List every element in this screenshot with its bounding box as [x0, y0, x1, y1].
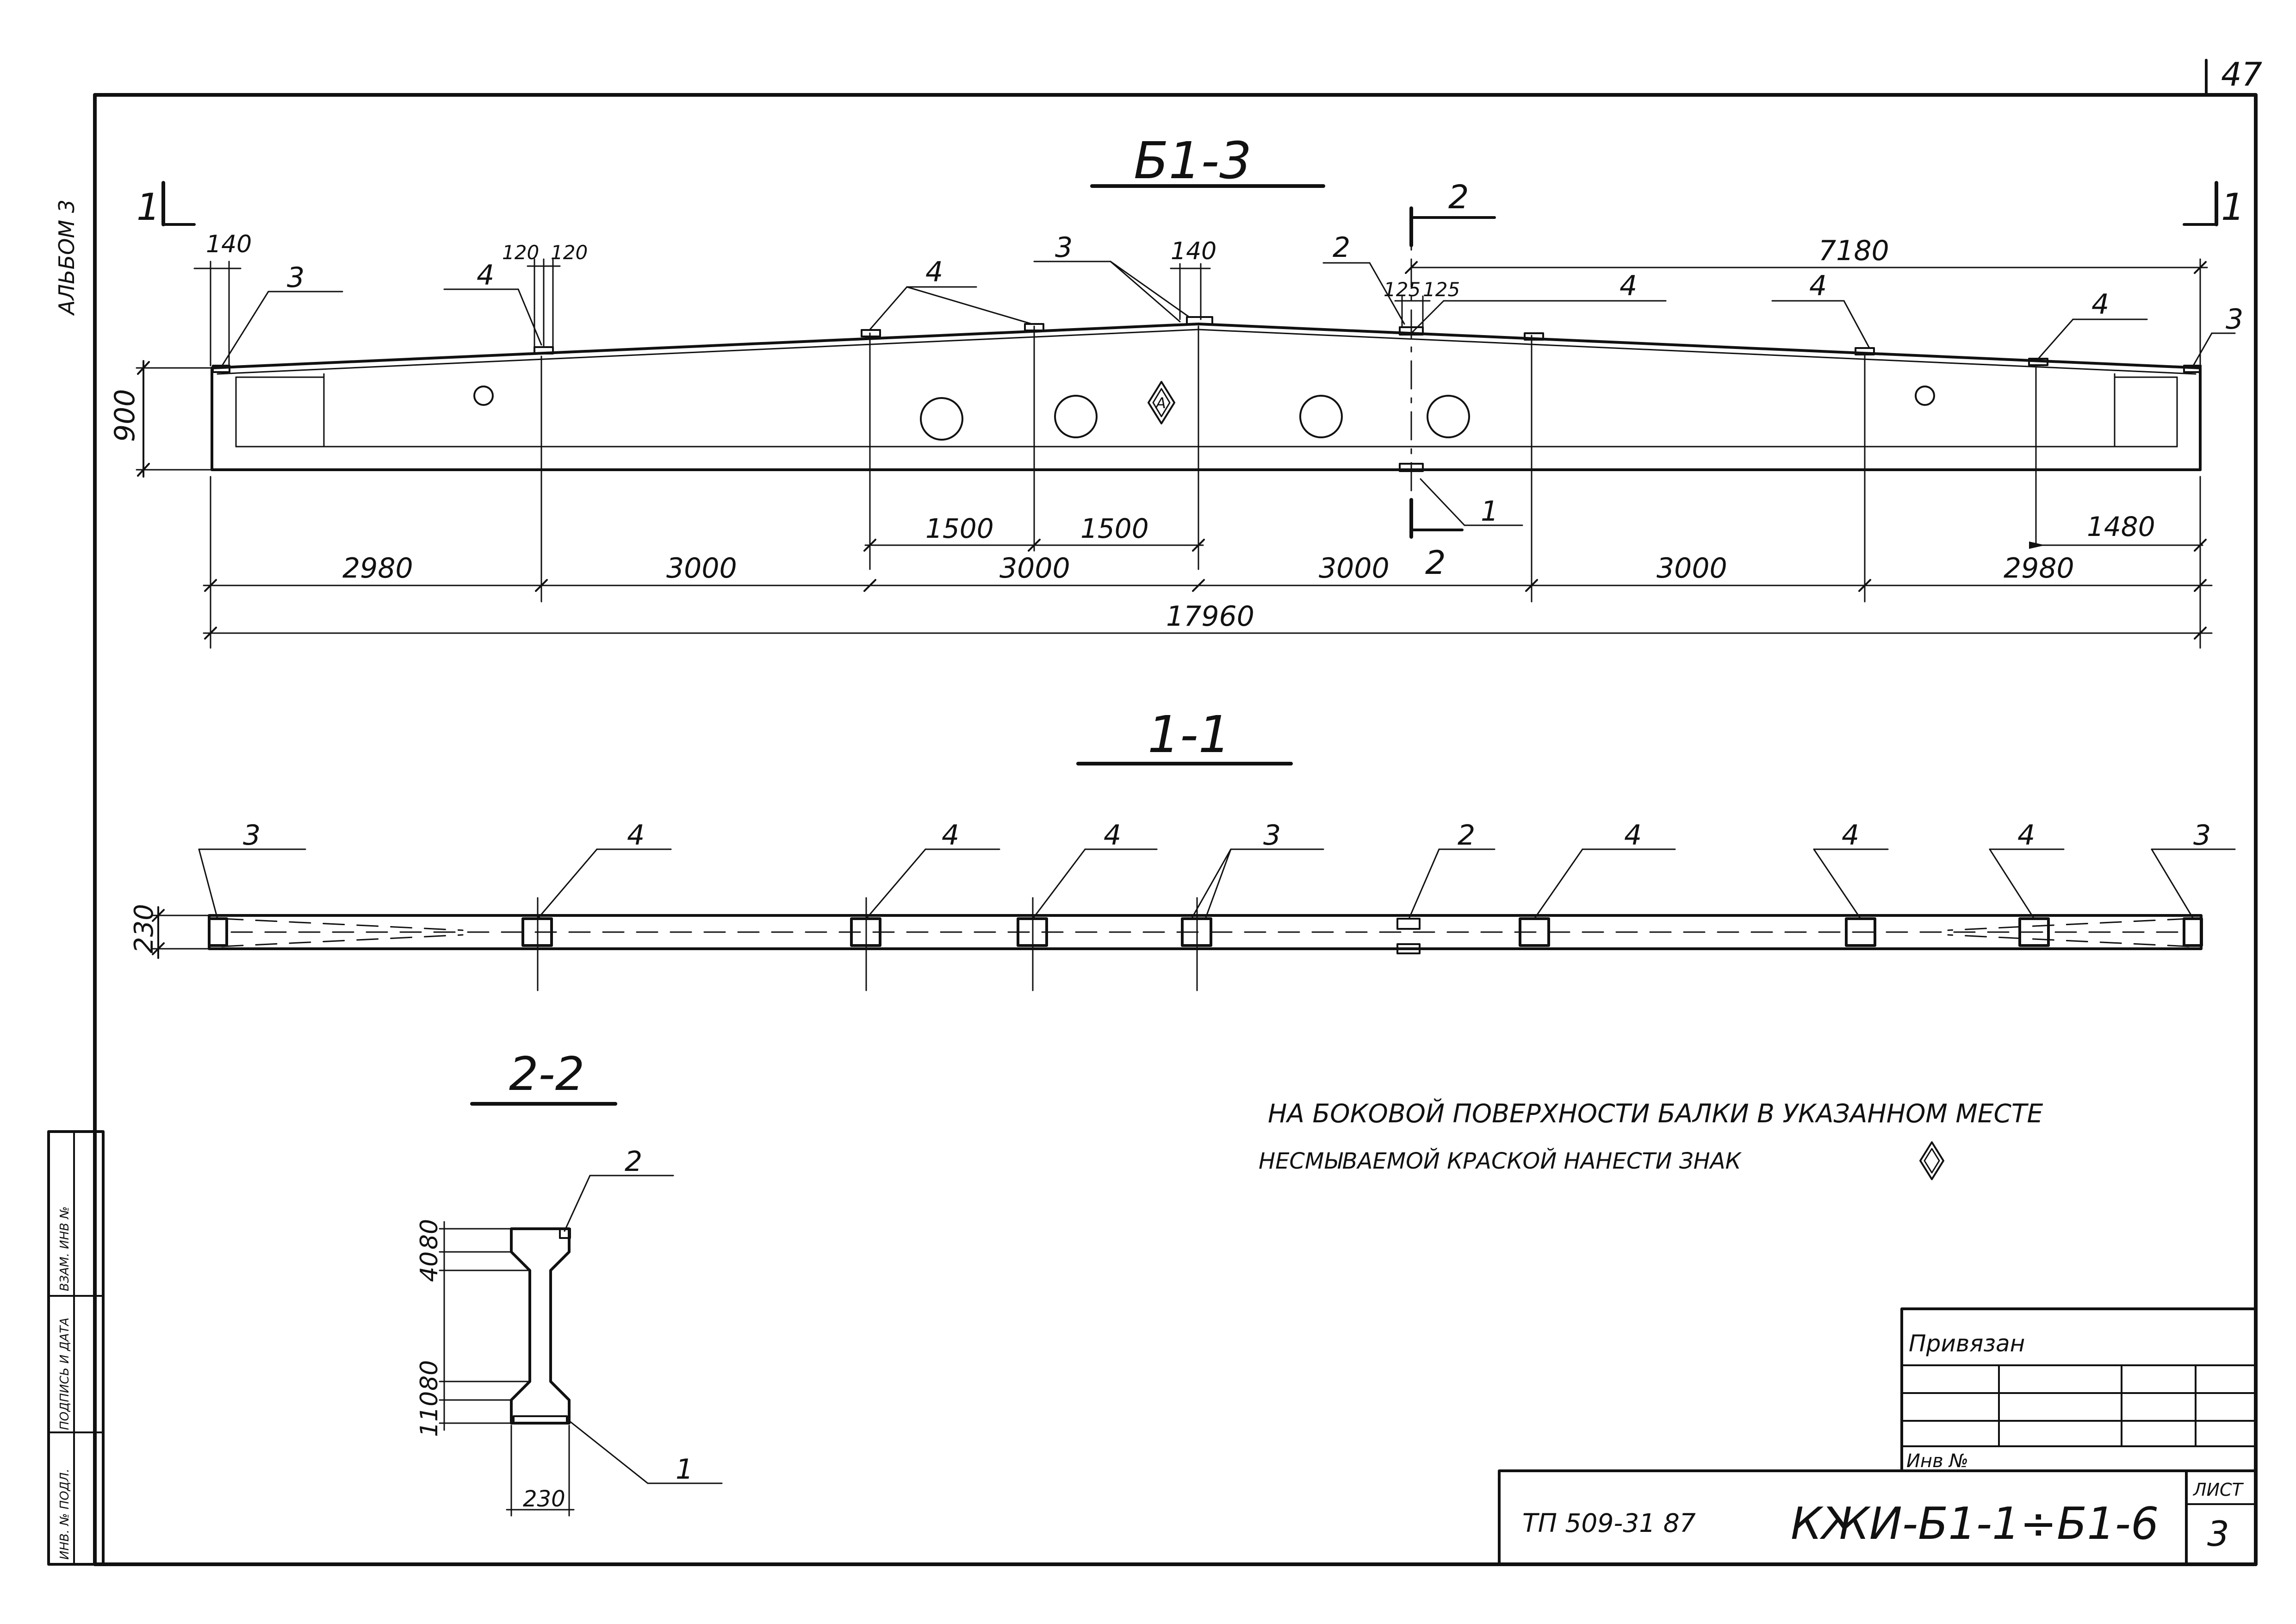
- plan-height-label: 230: [129, 904, 159, 953]
- section-mark-1-left: 1: [137, 181, 196, 229]
- dim-140-center: 140: [1171, 237, 1216, 265]
- inv-label: Инв №: [1906, 1450, 1968, 1472]
- plan-title: 1-1: [1148, 705, 1231, 764]
- plan-callouts: 3 4 4 4 3 2 4 4 4: [198, 819, 2236, 920]
- album-label: АЛЬБОМ 3: [54, 199, 79, 316]
- callout-3-center: 3: [1055, 231, 1073, 264]
- note-line-2: НЕСМЫВАЕМОЙ КРАСКОЙ НАНЕСТИ ЗНАК: [1259, 1148, 1742, 1174]
- cross-callout-1: 1: [676, 1453, 693, 1486]
- callout-1: 1: [1481, 495, 1498, 528]
- sheet-frame: [93, 59, 2258, 1566]
- dim-1500-b: 1500: [1080, 513, 1149, 544]
- dim-total: 17960: [1166, 600, 1254, 633]
- dim-140-left: 140: [206, 230, 252, 258]
- dim-1480: 1480: [2087, 511, 2155, 542]
- beam-outline: [211, 323, 2202, 471]
- plan-callout-4-b: 4: [942, 819, 959, 852]
- dim-125-b: 125: [1423, 278, 1460, 301]
- section-mark-2-bottom-label: 2: [1425, 544, 1446, 582]
- plan-callout-3-right: 3: [2193, 819, 2211, 852]
- callout-2: 2: [1333, 231, 1350, 264]
- cross-section-title: 2-2: [509, 1047, 584, 1101]
- stamp-signature-date: ПОДПИСЬ И ДАТА: [58, 1318, 72, 1430]
- elevation-title: Б1-3: [1134, 131, 1252, 190]
- plan-callout-4-a: 4: [627, 819, 645, 852]
- callout-4-e: 4: [2091, 288, 2109, 321]
- sheet-label: ЛИСТ: [2192, 1480, 2244, 1500]
- stamp-inv-podl: ИНВ. № ПОДЛ.: [58, 1468, 72, 1560]
- callout-4-b: 4: [925, 256, 943, 288]
- plan-callout-4-d: 4: [1624, 819, 1642, 852]
- stamp-vzam-inv: ВЗАМ. ИНВ №: [58, 1207, 72, 1291]
- cross-callout-2: 2: [625, 1145, 642, 1178]
- plan-height-dimension: 230: [129, 904, 209, 959]
- title-block: Привязан Инв № ТП 509-31 87 КЖИ-Б1-1÷Б1-…: [1498, 1307, 2257, 1566]
- plan-view: 1-1: [129, 705, 2236, 991]
- height-dimension-label: 900: [109, 389, 141, 442]
- callout-4-a: 4: [477, 259, 494, 292]
- note-line-1: НА БОКОВОЙ ПОВЕРХНОСТИ БАЛКИ В УКАЗАННОМ…: [1268, 1099, 2043, 1128]
- mark-sign-letter: A: [1155, 394, 1166, 412]
- dim-bay-6: 2980: [2004, 552, 2074, 585]
- cross-section-view: 2-2 80 40 80 110 230 2: [416, 1047, 723, 1517]
- section-mark-1-right-label: 1: [2221, 186, 2245, 229]
- dim-1500-a: 1500: [925, 513, 994, 544]
- dim-bottom-taper: 80: [416, 1360, 443, 1391]
- section-mark-2-top-label: 2: [1448, 178, 1469, 216]
- dim-bay-1: 2980: [342, 552, 413, 585]
- note-mark-sign: [1919, 1141, 1944, 1180]
- cross-section-dimensions: 80 40 80 110 230: [416, 1219, 575, 1517]
- plan-callout-4-f: 4: [2017, 819, 2035, 852]
- elevation-view: Б1-3 A: [109, 131, 2245, 649]
- sub-dimensions: 1500 1500 1480: [863, 325, 2207, 570]
- section-mark-1-left-label: 1: [137, 186, 160, 229]
- callout-4-c: 4: [1620, 270, 1637, 302]
- i-beam-outline: [510, 1227, 571, 1425]
- designation: КЖИ-Б1-1÷Б1-6: [1791, 1499, 2159, 1549]
- dim-bay-2: 3000: [666, 552, 737, 585]
- plan-callout-4-e: 4: [1842, 819, 1859, 852]
- plan-callout-3-left: 3: [243, 819, 261, 852]
- callout-3-right: 3: [2226, 303, 2243, 336]
- section-mark-2: 2 2: [1409, 178, 1496, 582]
- dim-bay-3: 3000: [999, 552, 1070, 585]
- plan-callout-2: 2: [1458, 819, 1475, 852]
- dim-top-taper: 40: [416, 1251, 443, 1282]
- callout-4-d: 4: [1809, 270, 1827, 302]
- plan-callout-3-center: 3: [1263, 819, 1281, 852]
- height-dimension: 900: [109, 360, 211, 478]
- sheet-number: 3: [2207, 1513, 2229, 1554]
- elevation-callouts: 3 4 4 3 2 4 4 4 3: [221, 231, 2243, 528]
- bay-dimensions: 2980 3000 3000 3000 3000 2980 17960: [203, 335, 2213, 649]
- side-stamp: ИНВ. № ПОДЛ. ПОДПИСЬ И ДАТА ВЗАМ. ИНВ №: [47, 1130, 105, 1566]
- bound-label: Привязан: [1909, 1330, 2025, 1357]
- embedded-plates: [212, 316, 2202, 472]
- cross-section-callouts: 2 1: [564, 1145, 723, 1486]
- mark-sign: A: [1148, 381, 1175, 424]
- beam-holes: [473, 386, 1935, 441]
- dim-top-flange: 80: [416, 1219, 443, 1250]
- dim-120-a: 120: [502, 241, 539, 264]
- section-mark-1-right: 1: [2183, 181, 2245, 229]
- dim-120-b: 120: [551, 241, 588, 264]
- cross-section-width: 230: [523, 1486, 565, 1512]
- dim-bay-5: 3000: [1657, 552, 1727, 585]
- callout-3-left: 3: [287, 261, 304, 294]
- dim-bottom-flange: 110: [416, 1391, 443, 1437]
- top-dimensions: 140 120 120 140 125 125 7180: [193, 230, 2208, 367]
- plan-callout-4-c: 4: [1104, 819, 1121, 852]
- note-block: НА БОКОВОЙ ПОВЕРХНОСТИ БАЛКИ В УКАЗАННОМ…: [1259, 1099, 2043, 1180]
- project-code: ТП 509-31 87: [1522, 1508, 1696, 1538]
- plan-axes: [537, 897, 1198, 991]
- page-number: 47: [2221, 56, 2262, 93]
- dim-7180: 7180: [1818, 235, 1889, 267]
- dim-bay-4: 3000: [1319, 552, 1390, 585]
